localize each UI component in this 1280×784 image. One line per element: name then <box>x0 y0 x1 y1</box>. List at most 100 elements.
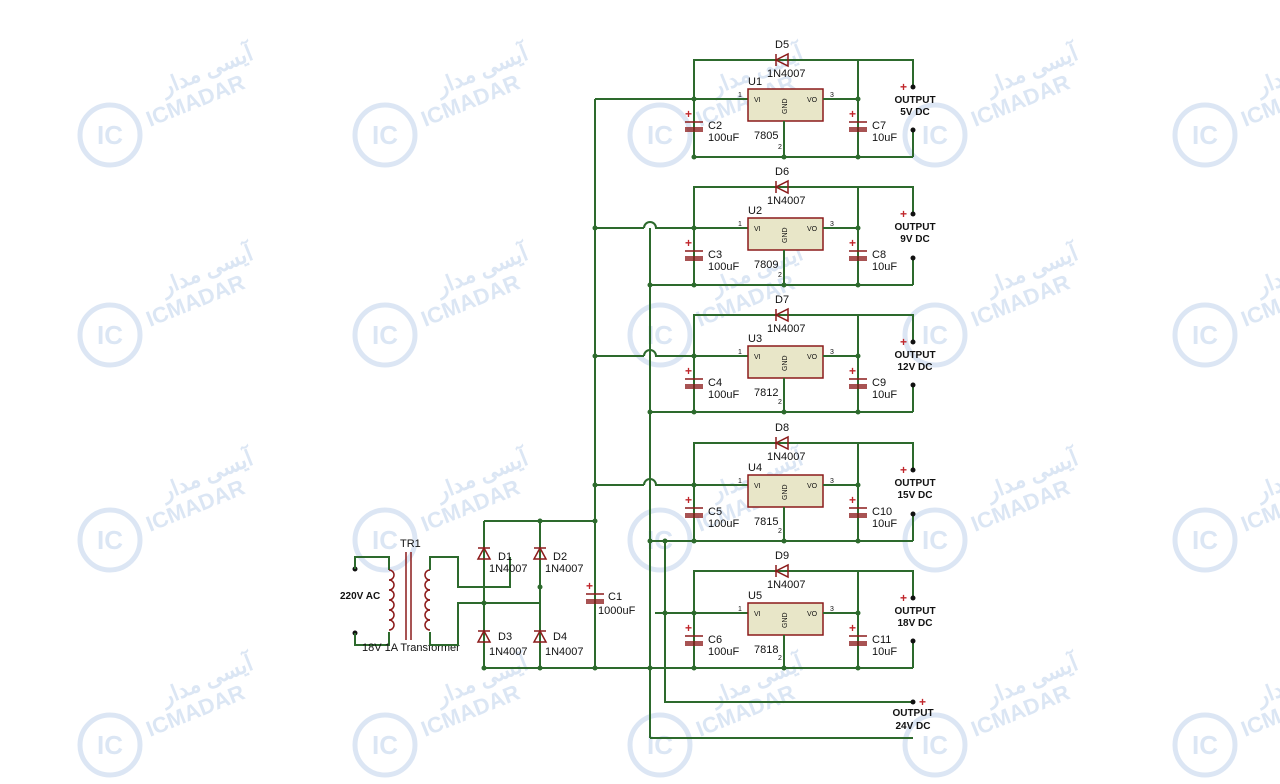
cin-value: 100uF <box>708 518 739 530</box>
capacitor-plate <box>849 127 867 132</box>
diode-body <box>774 563 789 579</box>
plus-sign: + <box>849 107 856 121</box>
primary-coil <box>388 609 395 621</box>
junction-dot <box>647 282 653 288</box>
watermark-logo-ring <box>352 302 418 368</box>
bypass-diode-part: 1N4007 <box>767 579 806 591</box>
watermark-logo-ring <box>1172 507 1238 573</box>
diode-body <box>774 307 789 323</box>
terminal <box>910 339 916 345</box>
diode-body <box>774 435 789 451</box>
primary-coil <box>388 579 395 591</box>
d4-part: 1N4007 <box>545 646 584 658</box>
output-voltage: 15V DC <box>897 490 932 501</box>
diode-body <box>532 629 548 643</box>
plus-sign: + <box>685 107 692 121</box>
pin-2: 2 <box>778 272 782 279</box>
pin-1: 1 <box>738 349 742 356</box>
diode-body <box>774 52 789 68</box>
capacitor-plate <box>849 384 867 389</box>
terminal <box>910 127 916 133</box>
pin-vo: VO <box>807 611 818 618</box>
watermark-logo-text: IC <box>1192 320 1218 350</box>
cin-ref: C2 <box>708 120 722 132</box>
output-plus-wire <box>858 186 914 214</box>
bypass-diode-ref: D6 <box>775 166 789 178</box>
plus-sign: + <box>849 364 856 378</box>
watermark-logo-ring <box>902 712 968 778</box>
output-label: OUTPUT <box>894 95 935 106</box>
d4-ref: D4 <box>553 631 567 643</box>
regulator-ref: U5 <box>748 590 762 602</box>
primary-coil <box>388 619 395 631</box>
bypass-diode-part: 1N4007 <box>767 323 806 335</box>
output-label: OUTPUT <box>894 222 935 233</box>
pin-3: 3 <box>830 478 834 485</box>
pin-vi: VI <box>754 483 761 490</box>
plus-sign: + <box>685 236 692 250</box>
watermark-logo-ring <box>352 712 418 778</box>
cout-value: 10uF <box>872 646 897 658</box>
pin-2: 2 <box>778 528 782 535</box>
capacitor-plate <box>849 641 867 646</box>
regulator-part: 7815 <box>754 516 778 528</box>
output-plus-sign: + <box>900 207 907 221</box>
junction-dot <box>592 482 598 488</box>
regulator-part: 7818 <box>754 644 778 656</box>
regulator-part: 7809 <box>754 259 778 271</box>
out24-voltage: 24V DC <box>895 721 930 732</box>
pin-3: 3 <box>830 349 834 356</box>
d3-part: 1N4007 <box>489 646 528 658</box>
bypass-diode-part: 1N4007 <box>767 68 806 80</box>
watermark-logo-ring <box>627 302 693 368</box>
output-plus-sign: + <box>900 463 907 477</box>
cin-ref: C4 <box>708 377 722 389</box>
output-plus-wire <box>858 442 914 470</box>
primary-coil <box>388 589 395 601</box>
output-plus-wire <box>858 314 914 342</box>
bypass-diode-ref: D5 <box>775 39 789 51</box>
pin-2: 2 <box>778 655 782 662</box>
watermark-logo-text: IC <box>922 525 948 555</box>
cin-ref: C3 <box>708 249 722 261</box>
regulator-body <box>747 88 824 122</box>
primary-coil <box>388 599 395 611</box>
cout-value: 10uF <box>872 518 897 530</box>
junction-dot <box>647 665 653 671</box>
cin-value: 100uF <box>708 646 739 658</box>
capacitor-plate <box>685 256 703 261</box>
output-plus-wire <box>858 59 914 87</box>
watermark-logo-ring <box>627 102 693 168</box>
terminal <box>910 84 916 90</box>
regulator-part: 7812 <box>754 387 778 399</box>
input-label: 220V AC <box>340 591 380 602</box>
plus-sign: + <box>849 493 856 507</box>
d2-ref: D2 <box>553 551 567 563</box>
watermark-logo-ring <box>77 102 143 168</box>
secondary-coil <box>424 619 431 631</box>
pin-3: 3 <box>830 92 834 99</box>
watermark-persian: آیسی مدار <box>1250 238 1280 302</box>
watermark-logo-text: IC <box>647 730 673 760</box>
pin-1: 1 <box>738 92 742 99</box>
secondary-coil <box>424 599 431 611</box>
terminal <box>910 638 916 644</box>
regulator-body <box>747 217 824 251</box>
pin-vi: VI <box>754 354 761 361</box>
watermark-logo-ring <box>627 712 693 778</box>
watermark-persian: آیسی مدار <box>1250 443 1280 507</box>
watermark-logo-ring <box>902 302 968 368</box>
cout-ref: C7 <box>872 120 886 132</box>
junction-dot <box>537 665 543 671</box>
junction-dot <box>647 409 653 415</box>
